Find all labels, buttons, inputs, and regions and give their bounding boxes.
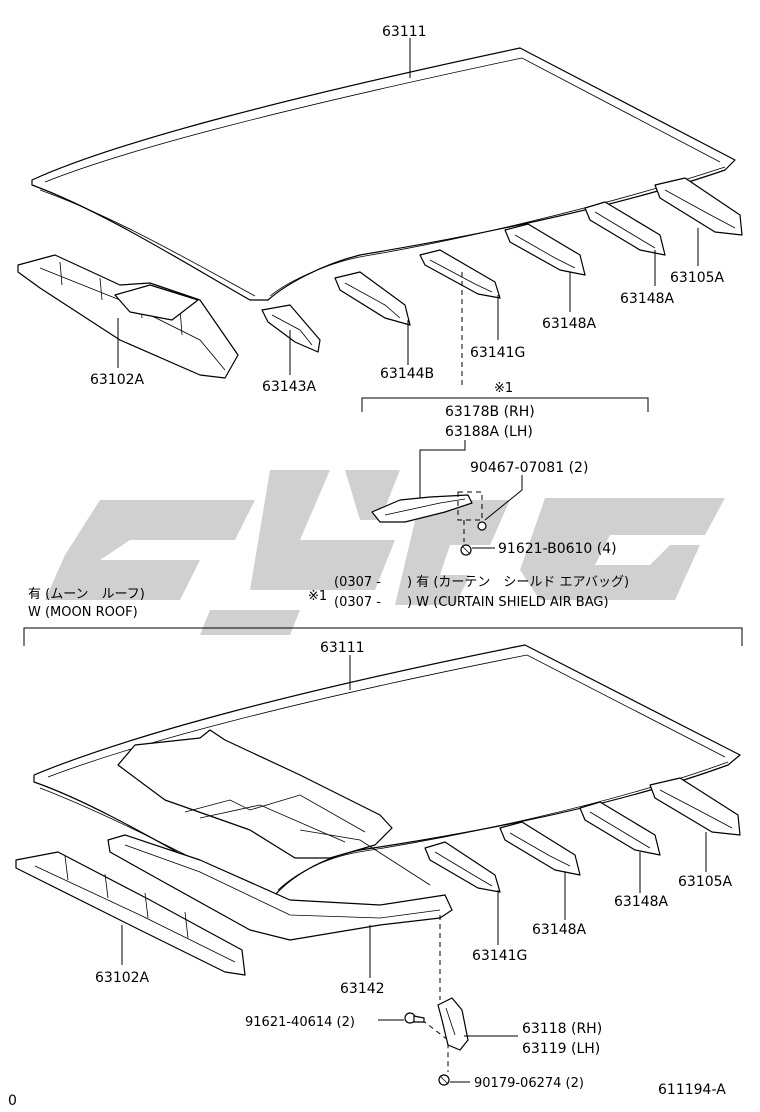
sunroof-reinforcement [107,829,453,941]
roof-bow-rear-bottom [649,777,741,836]
label-bow-rear-top: 63105A [670,270,725,286]
label-bracket-rh: 63178B (RH) [445,404,535,420]
leader-clip-top [484,475,523,521]
top-roof-assembly [17,38,743,556]
front-header-bottom [15,851,246,976]
curtain-airbag-bracket [371,494,473,523]
label-bracket-lh: 63188A (LH) [445,424,533,440]
marker-bracket-group: ※1 [494,381,513,396]
watermark-logo [45,470,725,635]
label-bow-4-top: 63148A [542,316,597,332]
note-marker: ※1 [308,589,327,604]
label-bolt-top: 91621-B0610 (4) [498,541,617,557]
label-clip-top: 90467-07081 (2) [470,460,588,476]
roof-bow-4-top [504,223,586,276]
label-bow-4-bottom: 63148A [532,922,587,938]
roof-panel-top [31,47,736,301]
roof-bow-rear-top [654,177,743,236]
roof-bow-3-bottom [424,841,501,893]
drawing-number: 611194-A [658,1082,726,1098]
bottom-roof-assembly [15,644,741,1086]
dashed-bracket-fastener [457,491,483,521]
label-bow-2-top: 63144B [380,366,434,382]
leader-bracket-rh-lh [419,440,466,500]
label-sunroof-reinforcement: 63142 [340,981,385,997]
note-airbag-jp: (0307 - ) 有 (カーテン シールド エアバッグ) [334,575,629,590]
label-bow-5-top: 63148A [620,291,675,307]
note-moon-roof-jp: 有 (ムーン ルーフ) [28,587,145,602]
clip-icon-bottom [438,1074,450,1086]
label-bow-5-bottom: 63148A [614,894,669,910]
label-bow-3-top: 63141G [470,345,525,361]
roof-bow-2-top [334,271,411,326]
roof-bow-5-top [584,201,666,256]
label-bow-rear-bottom: 63105A [678,874,733,890]
roof-bow-front-top [261,304,321,353]
note-moon-roof-en: W (MOON ROOF) [28,605,138,620]
label-hinge-lh: 63119 (LH) [522,1041,600,1057]
bolt-icon-bottom [404,1012,425,1024]
note-airbag-en: (0307 - ) W (CURTAIN SHIELD AIR BAG) [334,595,609,610]
hinge-bracket [437,997,469,1051]
label-bow-3-bottom: 63141G [472,948,527,964]
label-hinge-rh: 63118 (RH) [522,1021,602,1037]
label-clip-bottom: 90179-06274 (2) [474,1076,584,1091]
label-roof-panel-top: 63111 [382,24,427,40]
roof-panel-bottom [33,644,741,896]
label-bolt-bottom: 91621-40614 (2) [245,1015,355,1030]
roof-bow-3-top [419,249,501,299]
roof-bow-4-bottom [499,821,581,876]
bracket-group-bracket [361,397,649,412]
label-front-header-top: 63102A [90,372,145,388]
footer-left-code: 0 [8,1093,17,1109]
label-roof-panel-bottom: 63111 [320,640,365,656]
dashed-hinge-bolt-line [421,1019,449,1072]
label-bow-front-top: 63143A [262,379,317,395]
bolt-icon-top [460,544,472,556]
moon-roof-section-bracket [23,627,743,646]
front-header-top [17,254,239,379]
clip-icon-top [477,521,487,531]
label-front-header-bottom: 63102A [95,970,150,986]
roof-bow-5-bottom [579,801,661,856]
